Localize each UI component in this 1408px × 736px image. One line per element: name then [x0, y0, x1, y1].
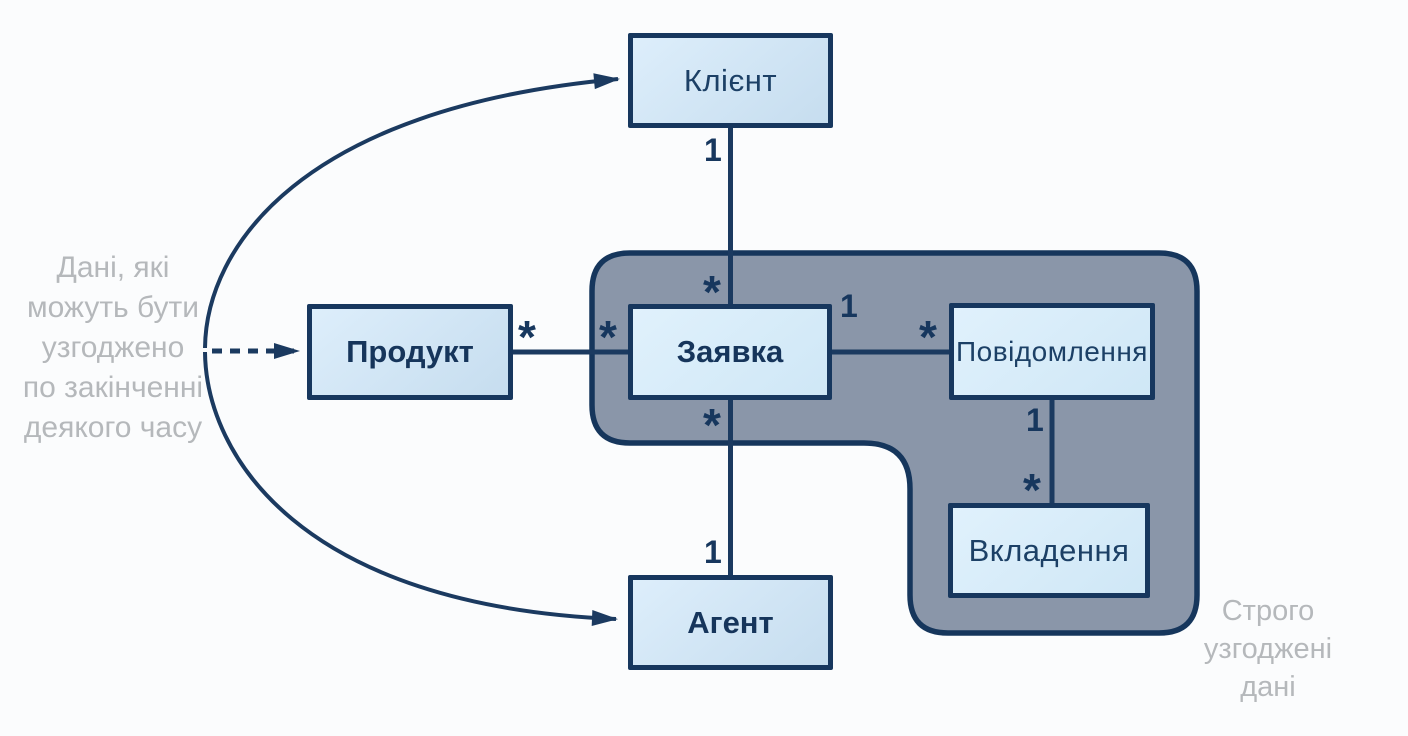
- multiplicity-message-left: *: [919, 311, 937, 363]
- entity-message: Повідомлення: [949, 303, 1155, 400]
- entity-attachment: Вкладення: [948, 503, 1150, 598]
- multiplicity-agent-end: 1: [704, 534, 722, 570]
- entity-product: Продукт: [307, 304, 513, 400]
- multiplicity-request-bottom: *: [703, 399, 721, 451]
- multiplicity-attachment-top: *: [1023, 464, 1041, 516]
- entity-request: Заявка: [628, 304, 832, 400]
- entity-client: Клієнт: [628, 33, 833, 128]
- arrow-note-to-client: [203, 73, 620, 349]
- multiplicity-message-bottom: 1: [1026, 402, 1044, 438]
- multiplicity-product-end: *: [518, 311, 536, 363]
- multiplicity-request-right: 1: [840, 288, 858, 324]
- multiplicity-request-left: *: [599, 311, 617, 363]
- arrow-note-to-agent: [203, 351, 618, 626]
- entity-agent: Агент: [628, 575, 833, 670]
- multiplicity-client-end: 1: [704, 132, 722, 168]
- multiplicity-request-top: *: [703, 266, 721, 318]
